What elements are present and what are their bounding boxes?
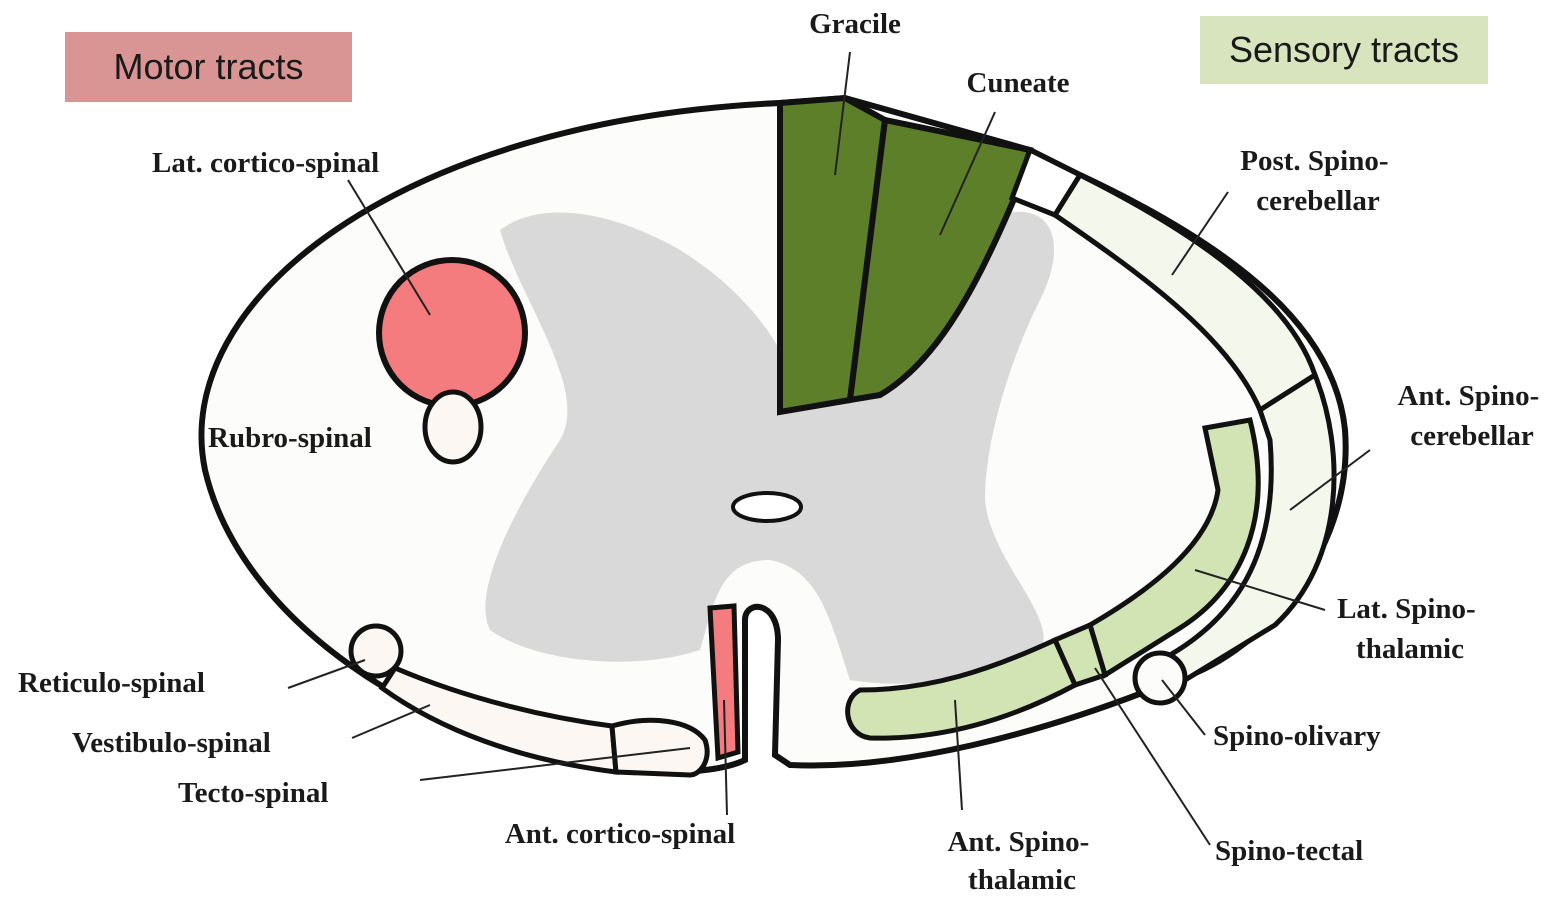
label-lat-spino-thalamic-line-2: thalamic: [1356, 633, 1464, 665]
label-ant-spino-thalamic-line-1: Ant. Spino-: [947, 826, 1089, 858]
lat-cortico-spinal-tract: [379, 260, 525, 406]
label-ant-cortico-spinal: Ant. cortico-spinal: [505, 818, 735, 850]
label-spino-tectal: Spino-tectal: [1215, 835, 1363, 867]
label-ant-spino-thalamic: Ant. Spino- thalamic: [947, 826, 1096, 896]
central-canal: [733, 493, 801, 521]
label-spino-olivary: Spino-olivary: [1213, 720, 1381, 752]
label-lat-cortico-spinal: Lat. cortico-spinal: [152, 147, 379, 179]
rubro-spinal-tract: [425, 392, 481, 462]
label-gracile: Gracile: [809, 8, 901, 40]
label-lat-spino-thalamic: Lat. Spino- thalamic: [1337, 593, 1483, 665]
tecto-spinal-tract: [612, 720, 707, 775]
label-post-spino-cerebellar: Post. Spino- cerebellar: [1240, 145, 1396, 217]
label-ant-spino-cerebellar-line-1: Ant. Spino-: [1397, 380, 1539, 412]
label-vestibulo-spinal: Vestibulo-spinal: [72, 727, 271, 759]
label-lat-spino-thalamic-line-1: Lat. Spino-: [1337, 593, 1476, 625]
label-ant-spino-cerebellar-line-2: cerebellar: [1410, 420, 1534, 452]
label-tecto-spinal: Tecto-spinal: [178, 777, 328, 809]
label-ant-spino-thalamic-line-2: thalamic: [968, 864, 1076, 896]
label-ant-spino-cerebellar: Ant. Spino- cerebellar: [1397, 380, 1546, 452]
spino-olivary-tract: [1135, 653, 1185, 703]
label-post-spino-cerebellar-line-2: cerebellar: [1256, 185, 1380, 217]
label-rubro-spinal: Rubro-spinal: [208, 422, 372, 454]
label-post-spino-cerebellar-line-1: Post. Spino-: [1240, 145, 1388, 177]
label-cuneate: Cuneate: [966, 67, 1069, 99]
label-reticulo-spinal: Reticulo-spinal: [18, 667, 205, 699]
